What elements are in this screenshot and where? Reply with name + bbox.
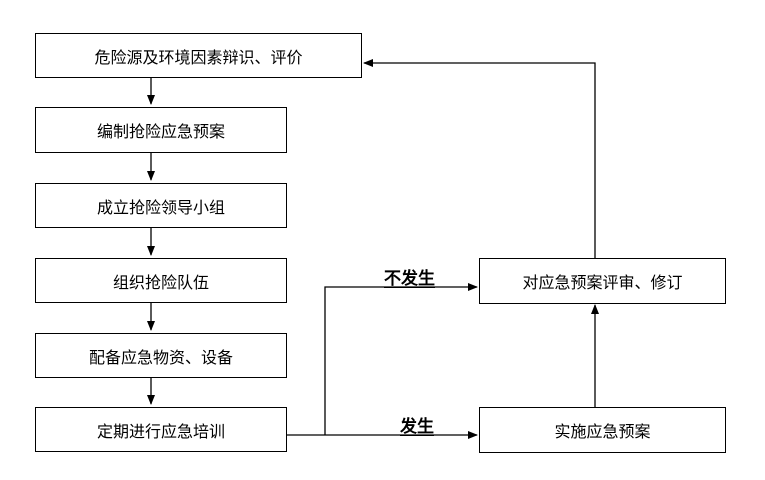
box-review-revise-plan: 对应急预案评审、修订 (479, 258, 726, 304)
label-not-occur: 不发生 (384, 269, 435, 289)
step-4-label: 组织抢险队伍 (112, 272, 209, 292)
step-1-label: 危险源及环境因素辩识、评价 (94, 47, 303, 67)
step-form-leadership-group: 成立抢险领导小组 (35, 183, 287, 228)
step-organize-team: 组织抢险队伍 (35, 258, 287, 303)
step-6-label: 定期进行应急培训 (96, 421, 225, 441)
arrow-not-occur (324, 283, 478, 435)
step-hazard-identification: 危险源及环境因素辩识、评价 (35, 33, 362, 78)
box-implement-plan: 实施应急预案 (479, 407, 726, 453)
arrow-review-to-step1 (363, 59, 596, 258)
step-3-label: 成立抢险领导小组 (96, 197, 225, 217)
label-occur: 发生 (400, 417, 434, 437)
step-5-label: 配备应急物资、设备 (88, 347, 233, 367)
review-label: 对应急预案评审、修订 (522, 273, 683, 292)
step-equip-supplies: 配备应急物资、设备 (35, 333, 287, 378)
step-training: 定期进行应急培训 (35, 407, 287, 452)
step-2-label: 编制抢险应急预案 (96, 122, 225, 141)
implement-label: 实施应急预案 (554, 422, 651, 441)
step-compile-plan: 编制抢险应急预案 (35, 107, 287, 153)
